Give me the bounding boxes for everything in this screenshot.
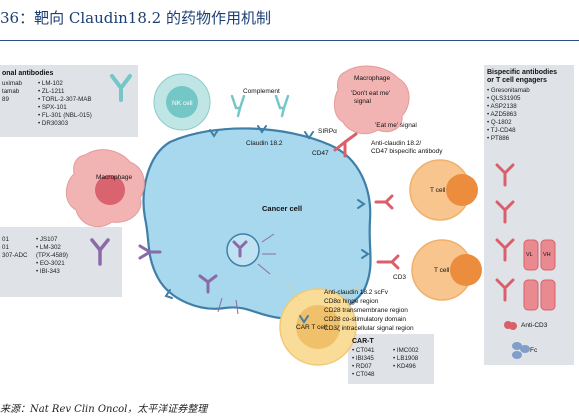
bispecific-panel-title-1: Bispecific antibodies [487, 69, 558, 76]
adc-list-left: 01 01 307-ADC [2, 236, 27, 260]
bispecific-antibody-cd47 [333, 132, 358, 158]
eat-me-label: 'Eat me' signal [375, 122, 417, 129]
macrophage-left-label: Macrophage [96, 174, 133, 181]
macrophage-left-nucleus [95, 175, 125, 205]
monoclonal-list-left: uximab tamab 89 [2, 80, 22, 104]
adc-list-right: • JS107 • LM-302 (TPX-4589) • EO-3021 • … [36, 236, 68, 276]
list-item: 89 [2, 96, 9, 103]
list-item: • IBI345 [352, 355, 374, 362]
car-part-label: CD28 transmembrane region [324, 307, 408, 314]
fc-label: Fc [530, 347, 538, 354]
scfv-domain-icon [523, 239, 556, 311]
cd3-label: CD3 [393, 274, 407, 281]
car-t-cell-label: CAR T cell [296, 324, 327, 331]
macrophage-top-label: Macrophage [354, 75, 391, 82]
car-part-label: Anti-claudin 18.2 scFv [324, 289, 388, 296]
anti-cd3-label: Anti-CD3 [521, 322, 548, 329]
list-item: • FL-301 (NBL-015) [38, 112, 92, 119]
list-item: • TJ-CD48 [487, 127, 516, 134]
t-cell-bottom-nucleus [450, 254, 482, 286]
monoclonal-antibody-icon [110, 74, 132, 102]
monoclonal-panel-title: onal antibodies [2, 70, 54, 77]
cancer-cell-vesicle [226, 233, 260, 267]
car-t-list-right: • IMC002 • LB1908 • KD496 [393, 347, 419, 371]
figure-header: 36：靶向 Claudin18.2 的药物作用机制 [0, 0, 579, 41]
list-item: • KD496 [393, 363, 416, 370]
complement-label: Complement [243, 88, 280, 95]
list-item: • LM-302 [36, 244, 61, 251]
dont-eat-me-label-1: 'Don't eat me' [351, 90, 391, 97]
car-dotted-lines [281, 279, 361, 301]
car-part-label: CD28 co-stimulatory domain [324, 316, 407, 323]
list-item: tamab [2, 88, 20, 95]
bispecific-list: • Gresonitamab • QLS31905 • ASP2138 • AZ… [487, 87, 530, 143]
cd47-label: CD47 [312, 150, 329, 157]
bispecific-panel-title-2: or T cell engagers [487, 77, 547, 84]
claudin-label: Claudin 18.2 [246, 140, 283, 147]
bound-adc-antibodies [138, 240, 248, 294]
bispecific-panel [484, 65, 574, 365]
fc-icon [512, 342, 530, 359]
t-cell-top-label: T cell [430, 187, 446, 194]
membrane-antibodies [164, 125, 370, 324]
car-part-label: CD3ζ intracellular signal region [324, 325, 414, 332]
list-item: • DR30303 [38, 120, 69, 127]
list-item: • CT048 [352, 371, 375, 378]
bispecific-panel-icons [495, 163, 515, 302]
sirpa-label: SIRPα [318, 128, 337, 135]
mechanism-diagram: onal antibodies uximab tamab 89 • LM-102… [0, 50, 579, 395]
car-t-panel [348, 334, 434, 384]
figure-title: 36：靶向 Claudin18.2 的药物作用机制 [0, 9, 271, 27]
list-item: • QLS31905 [487, 95, 521, 102]
vh-label: VH [543, 252, 551, 258]
list-item: • AZD5863 [487, 111, 517, 118]
list-item: • ASP2138 [487, 103, 517, 110]
list-item: 01 [2, 236, 9, 243]
dont-eat-me-label-2: signal [354, 98, 371, 105]
list-item: • Gresonitamab [487, 87, 530, 94]
list-item: • JS107 [36, 236, 58, 243]
complement-icons [230, 94, 290, 118]
t-cell-bottom-label: T cell [434, 267, 450, 274]
t-cell-engagers [374, 194, 400, 270]
list-item: • SPX-101 [38, 104, 67, 111]
diagram-graphics [65, 65, 556, 366]
list-item: • IBI-343 [36, 268, 60, 275]
macrophage-top-body [333, 65, 410, 135]
list-item: • CT041 [352, 347, 375, 354]
car-t-list-left: • CT041 • IBI345 • RD07 • CT048 [352, 347, 374, 379]
list-item: • Q-1802 [487, 119, 512, 126]
list-item: • ZL-1211 [38, 88, 65, 95]
nk-cell-label: NK cell [172, 100, 193, 107]
list-item: • IMC002 [393, 347, 419, 354]
monoclonal-list-right: • LM-102 • ZL-1211 • TORL-2-307-MAB • SP… [38, 80, 92, 128]
car-t-panel-title: CAR-T [352, 338, 374, 345]
bispecific-antibody-label-2: CD47 bispecific antibody [371, 148, 443, 155]
list-item: (TPX-4589) [36, 252, 68, 259]
vl-label: VL [526, 252, 533, 258]
list-item: 01 [2, 244, 9, 251]
nk-cell-nucleus [166, 86, 198, 118]
list-item: uximab [2, 80, 22, 87]
anti-cd3-icon [504, 321, 517, 330]
bispecific-antibody-label-1: Anti-claudin 18.2/ [371, 140, 422, 147]
list-item: • PT886 [487, 135, 510, 142]
cancer-cell-label: Cancer cell [262, 204, 303, 213]
adc-antibody-icon [90, 238, 110, 266]
list-item: • LB1908 [393, 355, 419, 362]
list-item: 307-ADC [2, 252, 28, 259]
list-item: • EO-3021 [36, 260, 65, 267]
list-item: • RD07 [352, 363, 372, 370]
list-item: • LM-102 [38, 80, 63, 87]
t-cell-top-nucleus [446, 174, 478, 206]
payload-arrows [217, 233, 276, 315]
title-rule [0, 40, 579, 41]
source-footer: 来源：Nat Rev Clin Oncol，太平洋证券整理 [0, 404, 208, 415]
list-item: • TORL-2-307-MAB [38, 96, 92, 103]
car-part-label: CD8α hinge region [324, 298, 379, 305]
